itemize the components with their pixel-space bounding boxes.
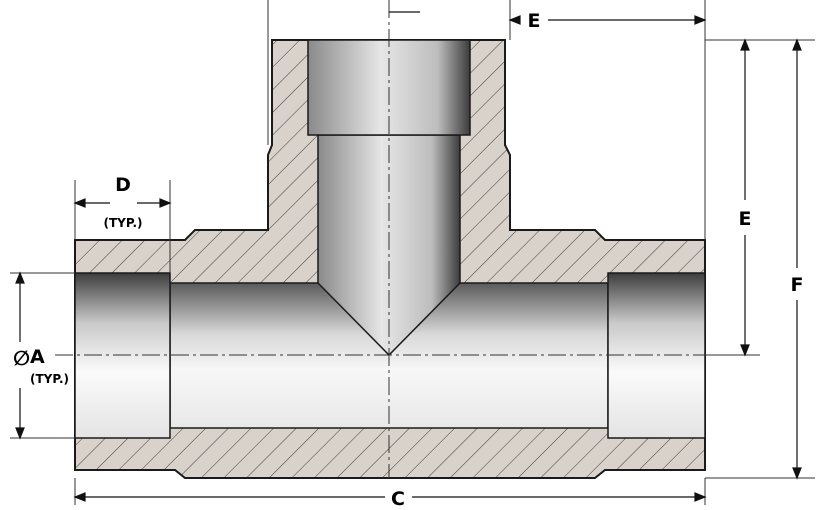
dim-label-e-top: E — [528, 10, 541, 32]
extension-lines — [10, 0, 815, 505]
dim-label-d: D — [115, 174, 131, 196]
dim-label-c: C — [391, 488, 405, 510]
dim-label-e-side: E — [739, 208, 752, 230]
dim-label-f: F — [791, 274, 804, 296]
dim-label-a: A — [30, 346, 45, 368]
diameter-symbol: ∅ — [13, 346, 30, 370]
dim-label-a-typ: (TYP.) — [30, 372, 69, 386]
dimension-lines — [15, 11, 802, 502]
dim-label-d-typ: (TYP.) — [104, 216, 143, 230]
